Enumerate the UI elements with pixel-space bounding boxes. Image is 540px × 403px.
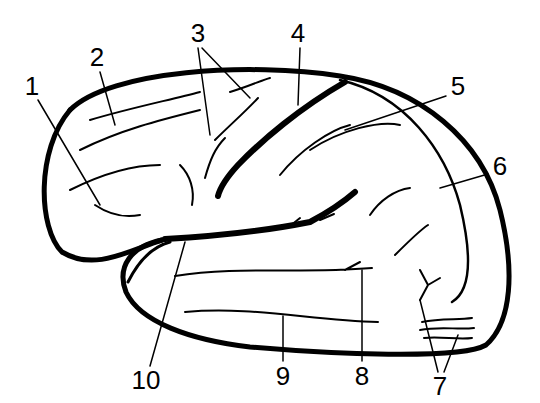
callout-number: 10 [132,367,161,393]
callout-number: 2 [90,44,104,70]
leader-line [38,48,488,372]
callout-number: 4 [291,20,305,46]
central-sulcus [218,82,345,196]
callout-number: 8 [355,363,369,389]
temporal-sulcus [175,262,372,276]
callout-number: 3 [191,20,205,46]
callout-number: 1 [25,73,39,99]
brain-outline [70,70,509,355]
callout-number: 9 [276,363,290,389]
frontal-outline [44,110,162,260]
temporal-sulcus [185,311,378,322]
callout-number: 7 [433,373,447,399]
callout-number: 5 [451,73,465,99]
callout-number: 6 [493,153,507,179]
